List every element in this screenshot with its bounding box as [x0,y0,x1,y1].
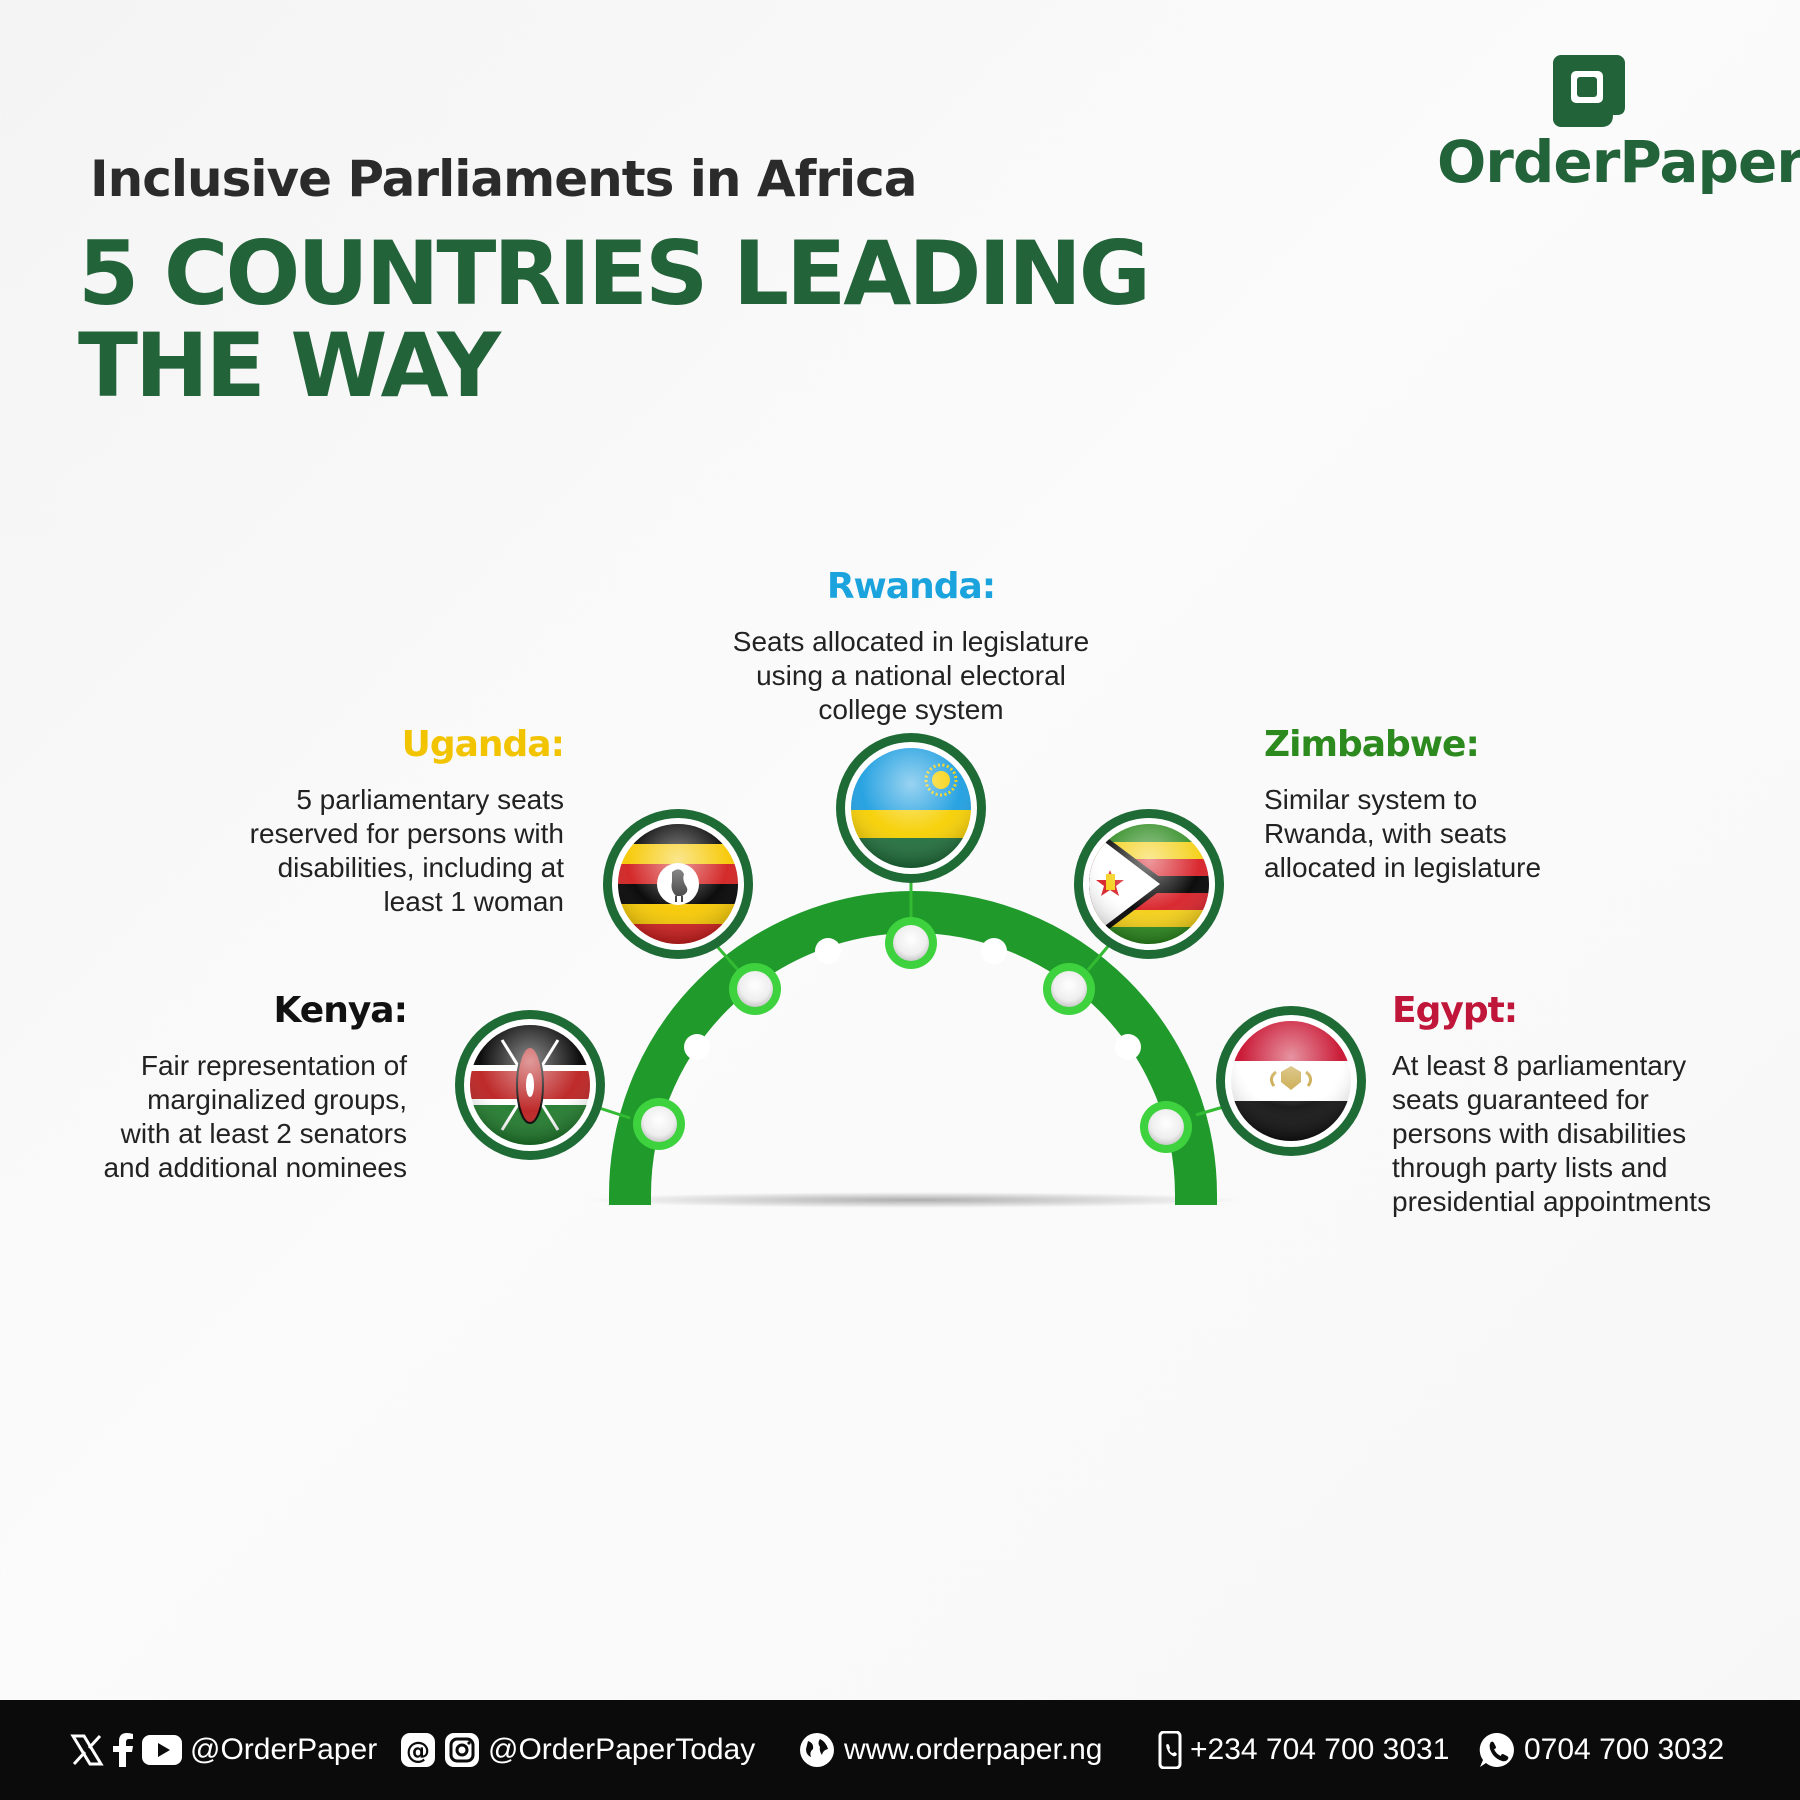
social-handle[interactable]: @OrderPaper [190,1733,378,1766]
footer-website[interactable]: www.orderpaper.ng [798,1700,1103,1800]
bead-rwanda [885,917,937,969]
bead-kenya [633,1098,685,1150]
desc-line: Similar system to [1264,784,1478,815]
kenya-flag-icon [455,1010,605,1160]
desc-line: presidential appointments [1392,1186,1712,1217]
desc-line: using a national electoral [756,660,1066,691]
subtitle: Inclusive Parliaments in Africa [90,150,918,208]
website-url[interactable]: www.orderpaper.ng [844,1733,1103,1766]
country-name-kenya: Kenya: [273,990,408,1031]
country-name-zimbabwe: Zimbabwe: [1264,724,1480,765]
x-icon[interactable] [70,1733,104,1767]
desc-line: persons with disabilities [1392,1118,1687,1149]
country-desc-egypt: At least 8 parliamentary seats guarantee… [1392,1049,1792,1219]
desc-line: marginalized groups, [147,1084,407,1115]
desc-line: Fair representation of [140,1050,407,1081]
phone-number[interactable]: +234 704 700 3031 [1190,1733,1450,1766]
social-handle-2[interactable]: @OrderPaperToday [488,1733,756,1766]
country-desc-rwanda: Seats allocated in legislature using a n… [661,625,1161,727]
youtube-icon[interactable] [142,1735,182,1765]
small-beads [684,938,1141,1060]
small-bead [684,1034,710,1060]
orderpaper-logo-icon [1553,55,1625,127]
phone-icon [1158,1731,1182,1769]
desc-line: disabilities, including at [277,852,564,883]
connector-zimbabwe [1086,943,1112,971]
instagram-icon[interactable] [444,1732,480,1768]
egypt-flag-icon [1216,1006,1366,1156]
desc-line: Seats allocated in legislature [732,626,1090,657]
whatsapp-icon [1478,1731,1516,1769]
country-zimbabwe: Zimbabwe: Similar system to Rwanda, with… [1264,724,1684,885]
brand-name: OrderPaper [1437,128,1800,196]
desc-line: with at least 2 senators [120,1118,407,1149]
large-beads [633,917,1192,1153]
desc-line: through party lists and [1392,1152,1668,1183]
small-bead [1115,1034,1141,1060]
connector-uganda [713,943,740,971]
footer-phone[interactable]: +234 704 700 3031 [1158,1700,1449,1800]
facebook-icon[interactable] [112,1733,134,1767]
uganda-flag-icon [603,809,753,959]
footer-social-2[interactable]: @ @OrderPaperToday [400,1700,755,1800]
arch-band [609,891,1217,1205]
country-kenya: Kenya: Fair representation of marginaliz… [40,990,408,1185]
footer-social-1[interactable]: @OrderPaper [70,1700,377,1800]
desc-line: college system [818,694,1004,725]
desc-line: 5 parliamentary seats [296,784,564,815]
svg-text:@: @ [406,1737,430,1765]
threads-icon[interactable]: @ [400,1732,436,1768]
country-egypt: Egypt: At least 8 parliamentary seats gu… [1392,990,1792,1219]
footer-whatsapp[interactable]: 0704 700 3032 [1478,1700,1724,1800]
headline-line-1: 5 COUNTRIES LEADING [78,222,1151,325]
small-bead [815,938,841,964]
country-name-uganda: Uganda: [401,724,565,765]
desc-line: least 1 woman [383,886,564,917]
desc-line: At least 8 parliamentary [1392,1050,1687,1081]
desc-line: and additional nominees [103,1152,407,1183]
whatsapp-number[interactable]: 0704 700 3032 [1524,1733,1725,1766]
bead-egypt [1140,1101,1192,1153]
country-desc-kenya: Fair representation of marginalized grou… [40,1049,407,1185]
bead-zimbabwe [1043,963,1095,1015]
country-uganda: Uganda: 5 parliamentary seats reserved f… [160,724,565,919]
country-name-rwanda: Rwanda: [826,566,996,607]
desc-line: reserved for persons with [249,818,564,849]
desc-line: allocated in legislature [1264,852,1542,883]
desc-line: Rwanda, with seats [1264,818,1507,849]
zimbabwe-flag-icon [1074,809,1224,959]
country-name-egypt: Egypt: [1392,990,1518,1031]
headline-line-2: THE WAY [78,314,501,417]
rwanda-flag-icon [836,733,986,883]
arch-shadow [583,1192,1243,1208]
globe-icon [798,1731,836,1769]
small-bead [981,938,1007,964]
country-rwanda: Rwanda: Seats allocated in legislature u… [661,566,1161,727]
footer: @OrderPaper @ @OrderPaperToday www.order… [0,1700,1800,1800]
headline: 5 COUNTRIES LEADING THE WAY [78,228,1178,412]
bead-uganda [729,963,781,1015]
country-desc-zimbabwe: Similar system to Rwanda, with seats all… [1264,783,1684,885]
country-desc-uganda: 5 parliamentary seats reserved for perso… [160,783,564,919]
desc-line: seats guaranteed for [1392,1084,1649,1115]
